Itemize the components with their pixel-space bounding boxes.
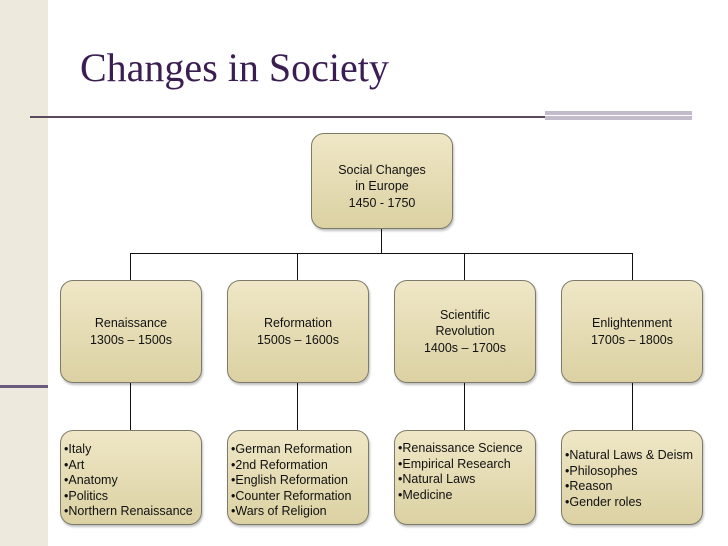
list-item: Natural Laws & Deism	[565, 448, 693, 464]
era-label: Enlightenment	[592, 316, 672, 331]
connector-detail-4	[632, 383, 633, 430]
title-accent-bar	[545, 111, 692, 120]
era-node-enlightenment: Enlightenment 1700s – 1800s	[561, 280, 703, 383]
detail-list: Italy Art Anatomy Politics Northern Rena…	[64, 442, 193, 520]
root-line-1: Social Changes	[338, 163, 426, 177]
list-item: German Reformation	[231, 442, 352, 458]
list-item: Anatomy	[64, 473, 193, 489]
era-label: Reformation	[263, 316, 333, 331]
list-item: English Reformation	[231, 473, 352, 489]
list-item: Northern Renaissance	[64, 504, 192, 520]
root-line-2: in Europe	[355, 179, 409, 194]
list-item: Philosophes	[565, 464, 693, 480]
list-item: Natural Laws	[398, 472, 523, 488]
detail-node-enlightenment: Natural Laws & Deism Philosophes Reason …	[561, 430, 703, 525]
list-item: Wars of Religion	[231, 504, 352, 520]
list-item: Italy	[64, 442, 193, 458]
connector-detail-1	[130, 383, 131, 430]
detail-list: Natural Laws & Deism Philosophes Reason …	[565, 448, 693, 510]
title-rule	[30, 116, 545, 118]
detail-node-renaissance: Italy Art Anatomy Politics Northern Rena…	[60, 430, 202, 525]
era-label-2: Revolution	[435, 324, 495, 339]
connector-era-2	[297, 253, 298, 280]
era-node-renaissance: Renaissance 1300s – 1500s	[60, 280, 202, 383]
connector-root-down	[381, 229, 382, 253]
era-label: Scientific	[439, 308, 490, 323]
list-item: Empirical Research	[398, 457, 523, 473]
detail-node-reformation: German Reformation 2nd Reformation Engli…	[227, 430, 369, 525]
detail-list: Renaissance Science Empirical Research N…	[398, 441, 523, 504]
list-item: Politics	[64, 489, 193, 505]
root-line-3: 1450 - 1750	[348, 195, 416, 210]
list-item: Medicine	[398, 488, 523, 504]
list-item: Reason	[565, 479, 693, 495]
connector-era-4	[632, 253, 633, 280]
list-item: Counter Reformation	[231, 489, 352, 505]
era-node-reformation: Reformation 1500s – 1600s	[227, 280, 369, 383]
list-item: Art	[64, 458, 193, 474]
detail-node-scientific-revolution: Renaissance Science Empirical Research N…	[394, 430, 536, 525]
era-dates: 1400s – 1700s	[423, 340, 506, 355]
left-accent-bar	[0, 385, 48, 388]
connector-detail-3	[464, 383, 465, 430]
connector-detail-2	[297, 383, 298, 430]
era-label: Renaissance	[94, 316, 168, 331]
connector-era-1	[130, 253, 131, 280]
era-dates: 1500s – 1600s	[256, 332, 339, 347]
list-item: 2nd Reformation	[231, 458, 352, 474]
list-item: Renaissance Science	[398, 441, 522, 457]
connector-era-3	[464, 253, 465, 280]
list-item: Gender roles	[565, 495, 693, 511]
connector-horizontal	[130, 253, 632, 254]
detail-list: German Reformation 2nd Reformation Engli…	[231, 442, 352, 520]
root-node: Social Changes in Europe 1450 - 1750	[311, 133, 453, 229]
era-dates: 1300s – 1500s	[89, 332, 172, 347]
slide-title: Changes in Society	[80, 45, 389, 90]
era-node-scientific-revolution: Scientific Revolution 1400s – 1700s	[394, 280, 536, 383]
left-strip	[0, 0, 48, 546]
era-dates: 1700s – 1800s	[590, 332, 673, 347]
